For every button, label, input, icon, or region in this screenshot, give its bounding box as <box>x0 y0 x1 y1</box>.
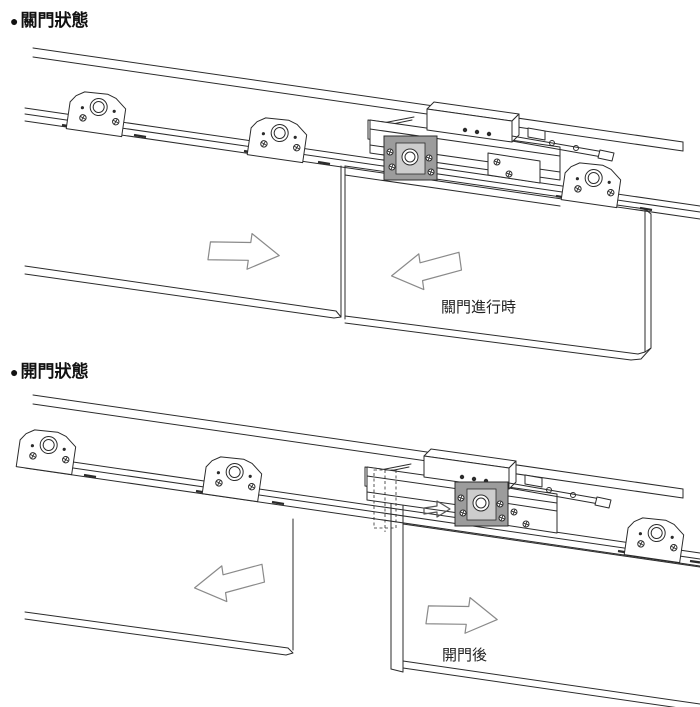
hanger-bracket-1 <box>15 426 78 476</box>
fascia-rail <box>32 47 684 152</box>
hanger-bracket-2 <box>201 453 264 503</box>
section-title-text: 關門狀態 <box>20 11 89 30</box>
hanger-bracket-3 <box>560 159 623 209</box>
bullet-icon: ● <box>10 13 19 29</box>
section-title-open: ●開門狀態 <box>10 357 88 382</box>
diagram-open-state <box>15 394 700 707</box>
direction-arrow-right-icon <box>424 591 501 639</box>
bullet-icon: ● <box>10 364 19 380</box>
door-panel-right <box>390 502 700 707</box>
caption-closing-in-progress: 關門進行時 <box>441 299 517 316</box>
caption-after-opening: 開門後 <box>442 647 488 664</box>
direction-arrow-right-icon <box>206 227 283 275</box>
diagram-closed-state <box>24 47 700 361</box>
track-rail <box>24 454 700 567</box>
soft-close-mechanism <box>367 101 615 184</box>
small-shift-arrow-right-icon <box>423 500 451 518</box>
soft-close-mechanism <box>364 448 612 534</box>
section-title-closed: ●關門狀態 <box>10 6 88 31</box>
hanger-bracket-3 <box>623 514 686 564</box>
hanger-bracket-1 <box>65 88 128 138</box>
fascia-rail <box>32 394 684 499</box>
hanger-bracket-2 <box>246 114 309 164</box>
section-title-text: 開門狀態 <box>20 362 89 381</box>
ghost-outline-dashed <box>373 469 397 532</box>
direction-arrow-left-icon <box>191 559 268 607</box>
door-panel-left <box>24 165 342 319</box>
direction-arrow-left-icon <box>388 247 465 295</box>
door-panel-left <box>24 518 294 656</box>
